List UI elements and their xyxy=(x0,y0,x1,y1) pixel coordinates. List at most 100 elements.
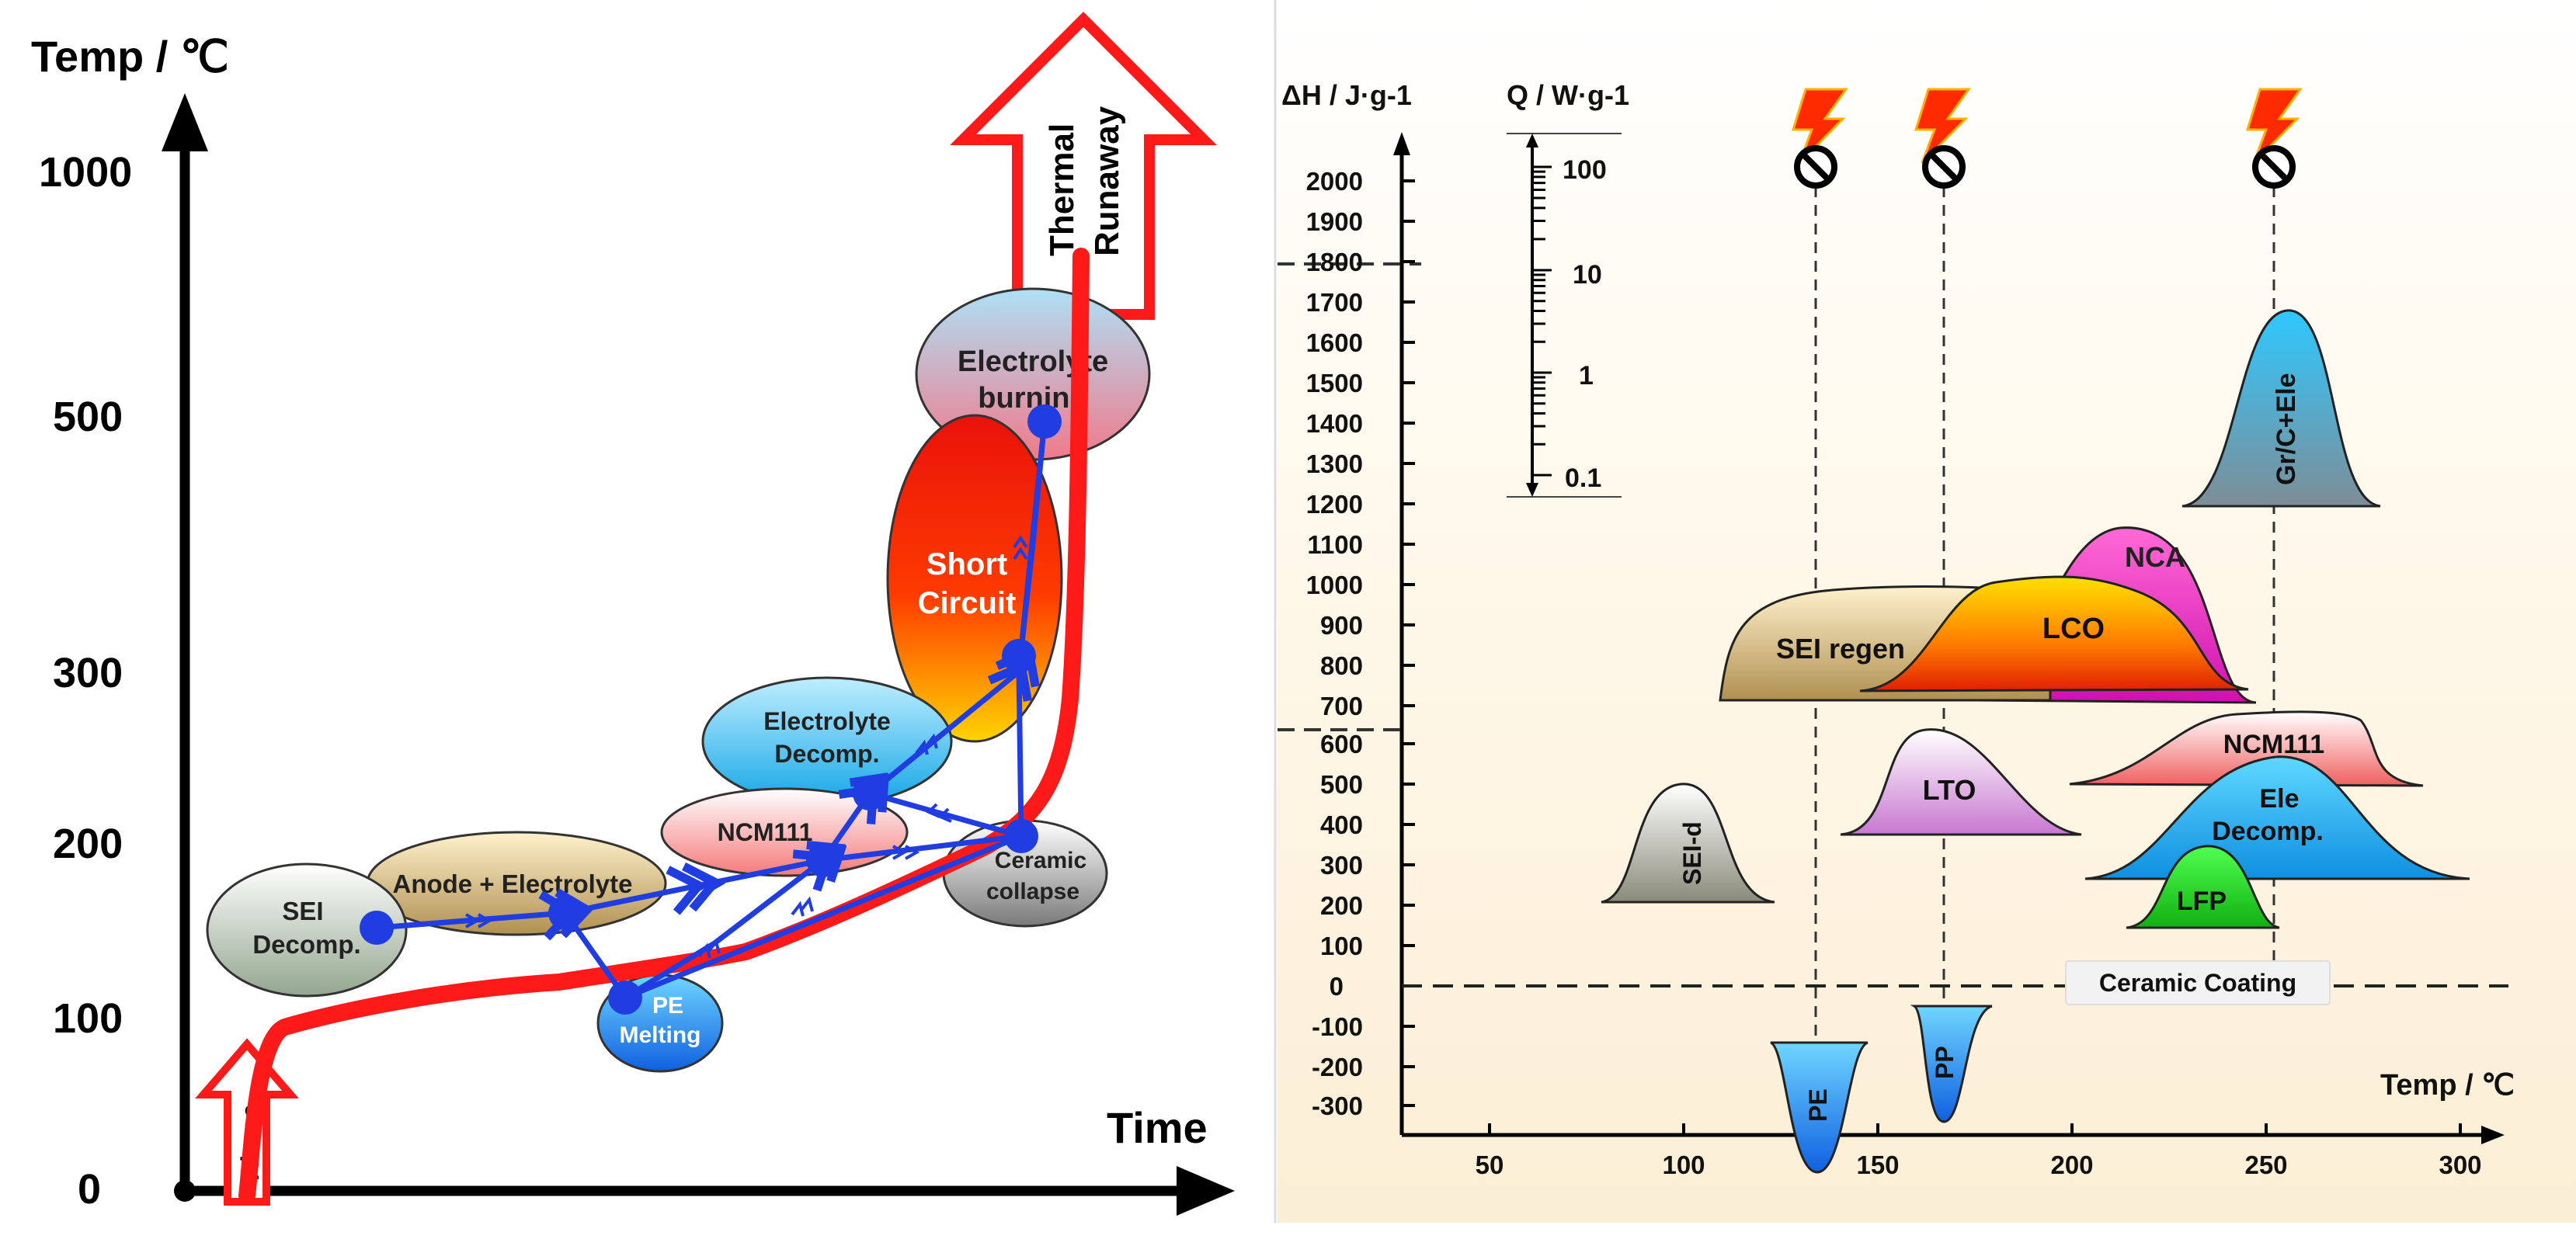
dh-tick-2000: 2000 xyxy=(1306,167,1363,196)
dh-tick-500: 500 xyxy=(1320,770,1363,799)
ceramic-coating-label-box: Ceramic Coating xyxy=(2065,960,2331,1005)
peak-ele-decomp: Ele Decomp. xyxy=(2084,755,2470,880)
peak-nca-label: NCA xyxy=(2125,541,2185,573)
peak-sei-d: SEI-d xyxy=(1601,783,1775,904)
y-tick-200: 200 xyxy=(53,821,123,867)
temp-tick-labels: 50 100 150 200 250 300 xyxy=(1476,1151,2482,1179)
peak-pe: PE xyxy=(1770,1041,1869,1174)
stage-short-circuit: Short Circuit xyxy=(886,414,1063,743)
peak-lfp: LFP xyxy=(2126,845,2280,929)
ceramic-collapse-label-1: Ceramic xyxy=(995,848,1086,873)
y-axis-title: Temp / ℃ xyxy=(31,32,229,81)
origin-dot xyxy=(174,1180,196,1202)
dh-tick-1700: 1700 xyxy=(1306,288,1363,317)
node-short xyxy=(1002,639,1036,673)
dh-tick-1400: 1400 xyxy=(1306,409,1363,438)
peak-sei-regen-label: SEI regen xyxy=(1776,633,1905,665)
dh-tick-300: 300 xyxy=(1320,851,1363,880)
dh-tick-labels-lower: 600 500 400 300 200 100 0 -100 -200 -300 xyxy=(1312,730,1363,1120)
thermal-runaway-label-1: Thermal xyxy=(1043,123,1081,256)
dh-tick-400: 400 xyxy=(1320,810,1363,839)
x-axis-arrowhead xyxy=(1177,1166,1235,1216)
node-burning xyxy=(1027,404,1062,439)
y-tick-300: 300 xyxy=(53,650,123,696)
short-circuit-label-2: Circuit xyxy=(918,586,1017,620)
peak-lco: LCO xyxy=(1859,575,2249,692)
prohibited-icon-ceramic xyxy=(2252,145,2296,189)
peak-ncm111: NCM111 xyxy=(2069,710,2424,787)
dh-tick-1900: 1900 xyxy=(1306,207,1363,236)
dh-tick-0: 0 xyxy=(1330,972,1344,1001)
dh-tick-100: 100 xyxy=(1320,932,1363,960)
temp-tick-250: 250 xyxy=(2244,1151,2287,1179)
dh-tick-labels-upper: 2000 1900 1800 1700 1600 1500 1400 1300 … xyxy=(1306,167,1363,720)
dh-tick-neg200: -200 xyxy=(1312,1053,1363,1081)
dh-tick-800: 800 xyxy=(1320,651,1363,680)
ceramic-collapse-label-2: collapse xyxy=(986,879,1079,904)
dh-tick-1000: 1000 xyxy=(1306,571,1363,599)
pe-melting-label-2: Melting xyxy=(620,1022,701,1048)
prohibited-icon-pe xyxy=(1794,145,1837,189)
prohibited-icon-pp xyxy=(1922,145,1966,189)
q-scale: 100 10 1 0.1 xyxy=(1507,133,1622,498)
peak-pe-label: PE xyxy=(1804,1088,1832,1122)
y-axis-arrowhead xyxy=(162,93,208,151)
dh-tick-marks-upper xyxy=(1402,179,1415,707)
node-ncm xyxy=(806,843,840,877)
temp-tick-200: 200 xyxy=(2050,1151,2093,1179)
lightning-icon-pp xyxy=(1914,88,1971,165)
stage-electrolyte-decomp: Electrolyte Decomp. xyxy=(701,676,953,807)
dh-axis-arrowhead xyxy=(1393,132,1410,155)
peak-ele-decomp-label-2: Decomp. xyxy=(2212,817,2324,846)
temp-tick-100: 100 xyxy=(1662,1151,1705,1179)
peak-pp: PP xyxy=(1910,1005,1993,1123)
reaction-path-chevrons xyxy=(465,535,1028,959)
temp-tick-marks xyxy=(1488,1123,2462,1135)
ncm111-left-label: NCM111 xyxy=(718,818,813,846)
y-tick-100: 100 xyxy=(53,995,123,1042)
electrolyte-decomp-label-2: Decomp. xyxy=(774,740,879,768)
peak-gr-c-ele-label: Gr/C+Ele xyxy=(2272,373,2301,485)
peak-lto-label: LTO xyxy=(1923,774,1976,806)
short-circuit-label-1: Short xyxy=(926,547,1007,581)
dh-tick-marks-lower xyxy=(1402,742,1415,1107)
peak-lco-label: LCO xyxy=(2042,613,2105,645)
y-tick-1000: 1000 xyxy=(39,149,132,196)
temp-tick-300: 300 xyxy=(2439,1151,2481,1179)
dh-tick-1100: 1100 xyxy=(1307,530,1363,559)
node-sei xyxy=(360,911,394,945)
reaction-nodes xyxy=(360,404,1062,1015)
peak-lfp-label: LFP xyxy=(2177,887,2227,916)
y-tick-labels: 1000 500 300 200 100 0 xyxy=(39,149,132,1213)
right-panel: ΔH / J·g-1 Q / W·g-1 Temp / ℃ 2000 1900 … xyxy=(1274,0,2576,1223)
dh-tick-600: 600 xyxy=(1320,730,1363,758)
q-axis-title: Q / W·g-1 xyxy=(1507,79,1629,111)
dh-tick-1600: 1600 xyxy=(1306,328,1363,357)
dh-tick-700: 700 xyxy=(1320,692,1363,720)
thermal-runaway-arrow: Thermal Runaway xyxy=(950,12,1217,320)
x-axis-title: Time xyxy=(1107,1103,1208,1152)
dh-tick-1800: 1800 xyxy=(1306,248,1363,276)
node-pe xyxy=(608,980,642,1015)
dh-tick-1200: 1200 xyxy=(1306,490,1363,519)
stage-sei-decomp: SEI Decomp. xyxy=(206,862,408,998)
peak-gr-c-ele: Gr/C+Ele xyxy=(2181,309,2381,508)
left-panel: Temp / ℃ Time 1000 500 300 200 100 0 The… xyxy=(31,12,1235,1216)
temp-tick-50: 50 xyxy=(1476,1151,1504,1179)
anode-electrolyte-label: Anode + Electrolyte xyxy=(392,869,632,898)
temp-tick-150: 150 xyxy=(1856,1151,1899,1179)
dh-tick-neg100: -100 xyxy=(1312,1012,1363,1041)
node-electrolyte xyxy=(853,776,887,810)
dh-tick-1300: 1300 xyxy=(1306,449,1363,478)
peak-lto: LTO xyxy=(1840,728,2082,836)
q-tick-10: 10 xyxy=(1573,260,1602,290)
sei-decomp-label-1: SEI xyxy=(282,897,323,925)
lightning-icon-ceramic xyxy=(2245,88,2303,165)
q-tick-0-1: 0.1 xyxy=(1565,463,1601,493)
q-tick-100: 100 xyxy=(1563,155,1607,185)
dh-tick-1500: 1500 xyxy=(1306,369,1363,397)
node-ceramic xyxy=(1004,819,1038,853)
y-tick-0: 0 xyxy=(78,1166,101,1213)
thermal-runaway-label-2: Runaway xyxy=(1088,106,1126,256)
peak-ele-decomp-label-1: Ele xyxy=(2259,784,2299,814)
